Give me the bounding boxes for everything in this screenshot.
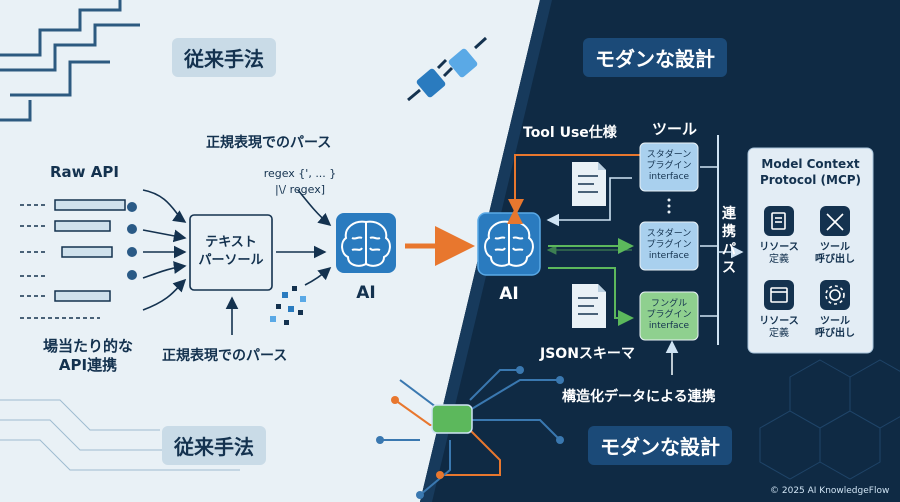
- mcp-item-3-line2: 定義: [769, 328, 789, 339]
- chip-icon: [431, 404, 473, 434]
- plugin-ellipsis: [667, 198, 671, 214]
- plugin-card-2: [639, 221, 699, 271]
- text-parser-box: [189, 214, 273, 291]
- plugin-card-3-line2: プラグイン: [646, 310, 692, 320]
- mcp-item-1-line1: リソース: [759, 242, 799, 253]
- brain-icon: [341, 220, 391, 267]
- arrow-to-parser: [142, 189, 187, 223]
- mcp-item-1: リソース 定義: [754, 242, 804, 266]
- brain-icon-right: [484, 220, 534, 267]
- raw-api-bar: [61, 246, 113, 258]
- raw-api-node: [127, 224, 137, 234]
- plugin-card-2-text: スタダーン プラグイン interface: [640, 229, 698, 262]
- adhoc-api-line2: API連携: [58, 356, 118, 374]
- arrow-pixels-to-ai: [304, 266, 332, 286]
- mcp-item-2-line2: 呼び出し: [815, 254, 855, 265]
- raw-api-node: [127, 270, 137, 280]
- arrow-to-parser: [142, 229, 187, 243]
- plugin-card-3-text: フングル プラグイン interface: [640, 299, 698, 332]
- raw-api-node: [127, 247, 137, 257]
- raw-api-label: Raw API: [50, 163, 119, 181]
- mcp-item-4-line1: ツール: [820, 316, 850, 327]
- mcp-item-2: ツール 呼び出し: [810, 242, 860, 266]
- scattered-data-icon: [270, 286, 306, 325]
- ai-label-right: AI: [499, 284, 519, 304]
- banner-modern-bottom: モダンな設計: [588, 426, 732, 465]
- raw-api-node: [127, 202, 137, 212]
- link-path-label: 連携パス: [722, 206, 736, 276]
- text-parser-line2: パーソール: [198, 253, 264, 268]
- raw-api-bar: [54, 290, 111, 302]
- arrow-plugin1-to-ai: [546, 177, 632, 227]
- mcp-title-line2: Protocol (MCP): [759, 173, 862, 187]
- copyright-label: © 2025 AI KnowledgeFlow: [770, 486, 890, 496]
- regex-code-line2: |\/ regex]: [274, 183, 326, 196]
- plugin-card-2-line2: プラグイン: [646, 240, 692, 250]
- mcp-item-4: ツール 呼び出し: [810, 316, 860, 340]
- plugin-card-1-text: スタダーン プラグイン interface: [640, 150, 698, 183]
- mcp-icon-resource-1: [764, 206, 794, 236]
- circuit-board-decoration: [380, 369, 561, 496]
- document-icon-bottom: [572, 284, 606, 328]
- plugin-card-1-line2: プラグイン: [646, 161, 692, 171]
- ai-label-left: AI: [356, 283, 376, 303]
- plugin-card-3-line3: interface: [648, 321, 690, 331]
- plugin-card-1: [639, 142, 699, 192]
- plugin-card-3-line1: フングル: [650, 299, 688, 309]
- mcp-item-2-line1: ツール: [820, 242, 850, 253]
- structured-data-label: 構造化データによる連携: [562, 389, 716, 405]
- text-parser-line1: テキスト: [205, 235, 257, 250]
- plugin-card-1-line3: interface: [648, 172, 690, 182]
- regex-parse-bottom-label: 正規表現でのパース: [162, 348, 288, 364]
- mcp-item-1-line2: 定義: [769, 254, 789, 265]
- raw-api-nodes: [127, 202, 137, 280]
- tools-heading: ツール: [652, 120, 698, 138]
- plugin-card-2-line1: スタダーン: [646, 229, 692, 239]
- regex-parse-top-label: 正規表現でのパース: [206, 135, 332, 151]
- plugin-card-3: [639, 291, 699, 341]
- mcp-title-line1: Model Context: [761, 157, 860, 171]
- plug-connector-icon: [407, 36, 488, 114]
- raw-api-bar: [54, 199, 126, 211]
- arrow-ai-to-tooluse: [507, 154, 640, 224]
- mcp-icon-tool-2: [820, 280, 850, 310]
- banner-traditional-bottom: 従来手法: [162, 426, 266, 465]
- circuit-decoration-left: [0, 399, 240, 471]
- mcp-item-4-line2: 呼び出し: [815, 328, 855, 339]
- arrow-to-parser: [142, 278, 187, 311]
- plugin-card-2-line3: interface: [648, 251, 690, 261]
- regex-code-line1: regex {', ... }: [263, 167, 337, 180]
- mcp-item-3-line1: リソース: [759, 316, 799, 327]
- mcp-title: Model Context Protocol (MCP): [748, 156, 873, 188]
- arrow-to-parser: [142, 261, 187, 279]
- arrow-regex-to-ai: [297, 189, 332, 227]
- adhoc-api-line1: 場当たり的な: [42, 337, 133, 355]
- document-icon-top: [572, 162, 606, 206]
- regex-code-label: regex {', ... } |\/ regex]: [240, 166, 360, 198]
- banner-modern-top: モダンな設計: [583, 38, 727, 77]
- adhoc-api-label: 場当たり的な API連携: [28, 337, 148, 375]
- mcp-item-3: リソース 定義: [754, 316, 804, 340]
- text-parser-label: テキスト パーソール: [190, 234, 272, 270]
- raw-api-lines: [20, 199, 126, 319]
- banner-traditional-top: 従来手法: [172, 38, 276, 77]
- chain-decoration: [0, 0, 140, 122]
- hex-decoration: [759, 359, 900, 480]
- json-schema-label: JSONスキーマ: [540, 346, 635, 362]
- tool-use-spec-label: Tool Use仕様: [523, 125, 617, 141]
- raw-api-bar: [54, 220, 111, 232]
- plugin-card-1-line1: スタダーン: [646, 150, 692, 160]
- arrow-ai-plugin3: [548, 267, 634, 326]
- mcp-icon-resource-2: [764, 280, 794, 310]
